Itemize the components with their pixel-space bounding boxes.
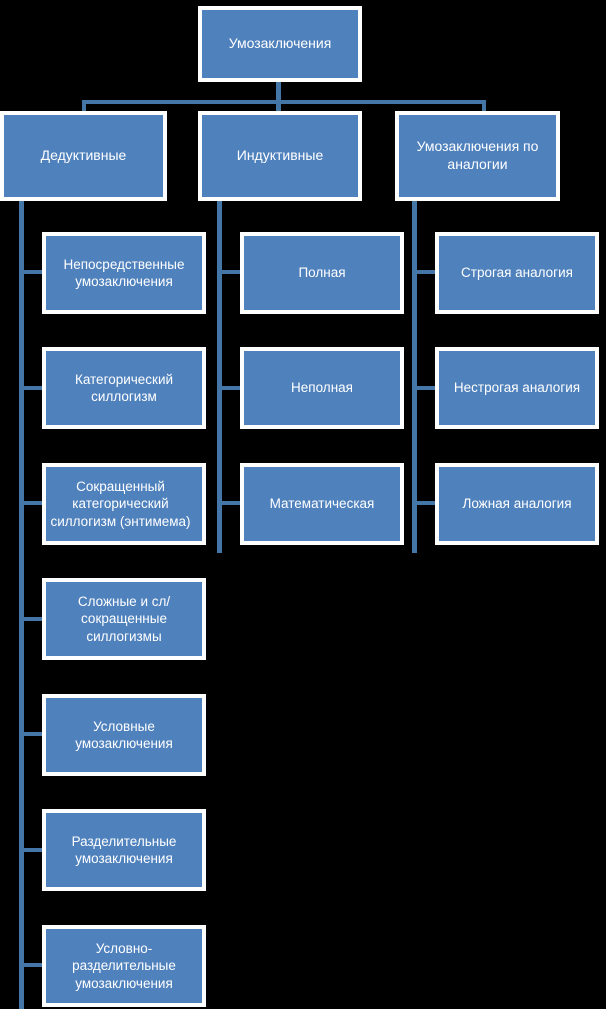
node-deductive-child-1-label: Непосредственные умозаключения (63, 256, 185, 289)
node-inductive-child-1[interactable]: Полная (240, 232, 404, 314)
node-branch-analogy-label: Умозаключения по аналогии (416, 138, 539, 172)
connector-stub-analogy-3 (412, 501, 439, 505)
connector-stub-deductive-6 (19, 848, 46, 852)
node-analogy-child-2-label: Нестрогая аналогия (453, 380, 581, 396)
connector-stub-deductive-1 (19, 270, 46, 274)
connector-branch-3-drop (482, 100, 486, 112)
node-deductive-child-1[interactable]: Непосредственные умозаключения (42, 232, 206, 314)
node-deductive-child-5[interactable]: Условные умозаключения (42, 694, 206, 776)
node-deductive-child-7[interactable]: Условно-разделительные умозаключения (42, 925, 206, 1007)
node-branch-deductive[interactable]: Дедуктивные (0, 111, 167, 201)
node-branch-deductive-label: Дедуктивные (40, 147, 127, 164)
node-deductive-child-6[interactable]: Разделительные умозаключения (42, 809, 206, 891)
connector-stub-inductive-2 (217, 386, 244, 390)
node-inductive-child-2-label: Неполная (291, 380, 353, 396)
connector-stub-deductive-3 (19, 501, 46, 505)
connector-stub-deductive-4 (19, 617, 46, 621)
connector-trunk-deductive (19, 201, 24, 1009)
node-deductive-child-6-label: Разделительные умозаключения (71, 833, 177, 866)
node-inductive-child-2[interactable]: Неполная (240, 347, 404, 429)
node-branch-analogy[interactable]: Умозаключения по аналогии (395, 111, 560, 201)
connector-trunk-analogy (412, 201, 417, 553)
connector-stub-analogy-1 (412, 270, 439, 274)
connector-stub-deductive-7 (19, 963, 46, 967)
node-analogy-child-3-label: Ложная аналогия (462, 496, 572, 512)
connector-trunk-inductive (217, 201, 222, 553)
node-analogy-child-2[interactable]: Нестрогая аналогия (435, 347, 599, 429)
connector-branch-1-drop (82, 100, 86, 112)
connector-root-bus (82, 100, 486, 104)
node-deductive-child-2-label: Категорический силлогизм (74, 371, 174, 404)
connector-stub-inductive-1 (217, 270, 244, 274)
node-inductive-child-1-label: Полная (298, 265, 346, 281)
connector-stub-inductive-3 (217, 501, 244, 505)
node-deductive-child-3[interactable]: Сокращенный категорический силлогизм (эн… (42, 463, 206, 545)
node-deductive-child-7-label: Условно-разделительные умозаключения (72, 941, 176, 991)
connector-stub-deductive-5 (19, 732, 46, 736)
node-deductive-child-4[interactable]: Сложные и сл/сокращенные силлогизмы (42, 578, 206, 660)
node-inductive-child-3[interactable]: Математическая (240, 463, 404, 545)
node-root-label: Умозаключения (228, 35, 332, 52)
node-deductive-child-5-label: Условные умозаключения (75, 718, 173, 751)
connector-stub-analogy-2 (412, 386, 439, 390)
node-branch-inductive-label: Индуктивные (236, 147, 324, 164)
node-root[interactable]: Умозаключения (198, 6, 362, 82)
node-inductive-child-3-label: Математическая (269, 496, 375, 512)
connector-root-stem (276, 80, 281, 112)
node-analogy-child-1-label: Строгая аналогия (461, 265, 573, 281)
connector-branch-2-drop (276, 100, 281, 112)
node-deductive-child-4-label: Сложные и сл/сокращенные силлогизмы (77, 594, 171, 644)
node-deductive-child-2[interactable]: Категорический силлогизм (42, 347, 206, 429)
node-analogy-child-1[interactable]: Строгая аналогия (435, 232, 599, 314)
node-branch-inductive[interactable]: Индуктивные (198, 111, 362, 201)
node-analogy-child-3[interactable]: Ложная аналогия (435, 463, 599, 545)
connector-stub-deductive-2 (19, 386, 46, 390)
node-deductive-child-3-label: Сокращенный категорический силлогизм (эн… (50, 479, 191, 529)
